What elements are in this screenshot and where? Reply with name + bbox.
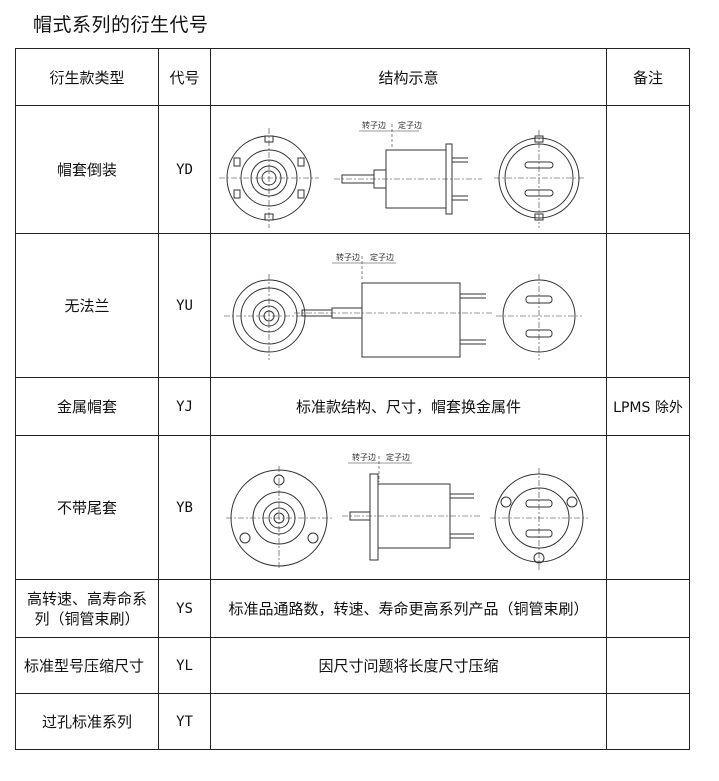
rotor-side-label: 转子边 <box>336 252 360 262</box>
desc-cell: 标准款结构、尺寸，帽套换金属件 <box>210 377 607 436</box>
table-row: 无法兰 YU 转子边 定子边 <box>15 233 690 378</box>
table-row: 过孔标准系列 YT <box>15 693 690 750</box>
table-row: 标准型号压缩尺寸 YL 因尺寸问题将长度尺寸压缩 <box>15 637 690 694</box>
type-cell: 金属帽套 <box>15 377 159 436</box>
note-cell <box>606 233 690 378</box>
rotor-side-label: 转子边 <box>362 120 386 130</box>
code-cell: YD <box>158 105 211 234</box>
rotor-side-label: 转子边 <box>352 452 376 462</box>
page-title: 帽式系列的衍生代号 <box>33 14 209 36</box>
note-cell <box>606 105 690 234</box>
diagram-cell: 转子边 定子边 <box>210 435 607 580</box>
note-cell <box>606 435 690 580</box>
stator-side-label: 定子边 <box>398 120 422 130</box>
no-tail-diagram: 转子边 定子边 <box>225 452 588 570</box>
note-cell <box>606 637 690 694</box>
stator-side-label: 定子边 <box>370 252 394 262</box>
header-diagram: 结构示意 <box>210 48 607 106</box>
code-cell: YL <box>158 637 211 694</box>
desc-cell: 因尺寸问题将长度尺寸压缩 <box>210 637 607 694</box>
type-cell: 标准型号压缩尺寸 <box>15 637 159 694</box>
no-flange-diagram: 转子边 定子边 <box>223 252 582 360</box>
type-cell: 不带尾套 <box>15 435 159 580</box>
diagram-cell: 转子边 定子边 <box>210 105 607 234</box>
note-cell: LPMS 除外 <box>606 377 690 436</box>
derivative-code-table: 衍生款类型 代号 结构示意 备注 帽套倒装 YD 转子边 定子边 <box>15 48 690 750</box>
table-header-row: 衍生款类型 代号 结构示意 备注 <box>15 48 690 106</box>
table-row: 高转速、高寿命系列（铜管束刷） YS 标准品通路数，转速、寿命更高系列产品（铜管… <box>15 579 690 638</box>
type-cell: 无法兰 <box>15 233 159 378</box>
desc-cell <box>210 693 607 750</box>
diagram-cell: 转子边 定子边 <box>210 233 607 378</box>
code-cell: YJ <box>158 377 211 436</box>
code-cell: YB <box>158 435 211 580</box>
type-cell: 帽套倒装 <box>15 105 159 234</box>
header-note: 备注 <box>606 48 690 106</box>
code-cell: YS <box>158 579 211 638</box>
type-cell: 过孔标准系列 <box>15 693 159 750</box>
inverted-cap-diagram: 转子边 定子边 <box>218 120 586 228</box>
note-cell <box>606 579 690 638</box>
note-cell <box>606 693 690 750</box>
table-row: 金属帽套 YJ 标准款结构、尺寸，帽套换金属件 LPMS 除外 <box>15 377 690 436</box>
type-cell: 高转速、高寿命系列（铜管束刷） <box>15 579 159 638</box>
code-cell: YT <box>158 693 211 750</box>
desc-cell: 标准品通路数，转速、寿命更高系列产品（铜管束刷） <box>210 579 607 638</box>
header-type: 衍生款类型 <box>15 48 159 106</box>
code-cell: YU <box>158 233 211 378</box>
table-row: 不带尾套 YB 转子边 定子边 <box>15 435 690 580</box>
header-code: 代号 <box>158 48 211 106</box>
table-row: 帽套倒装 YD 转子边 定子边 <box>15 105 690 234</box>
stator-side-label: 定子边 <box>386 452 410 462</box>
